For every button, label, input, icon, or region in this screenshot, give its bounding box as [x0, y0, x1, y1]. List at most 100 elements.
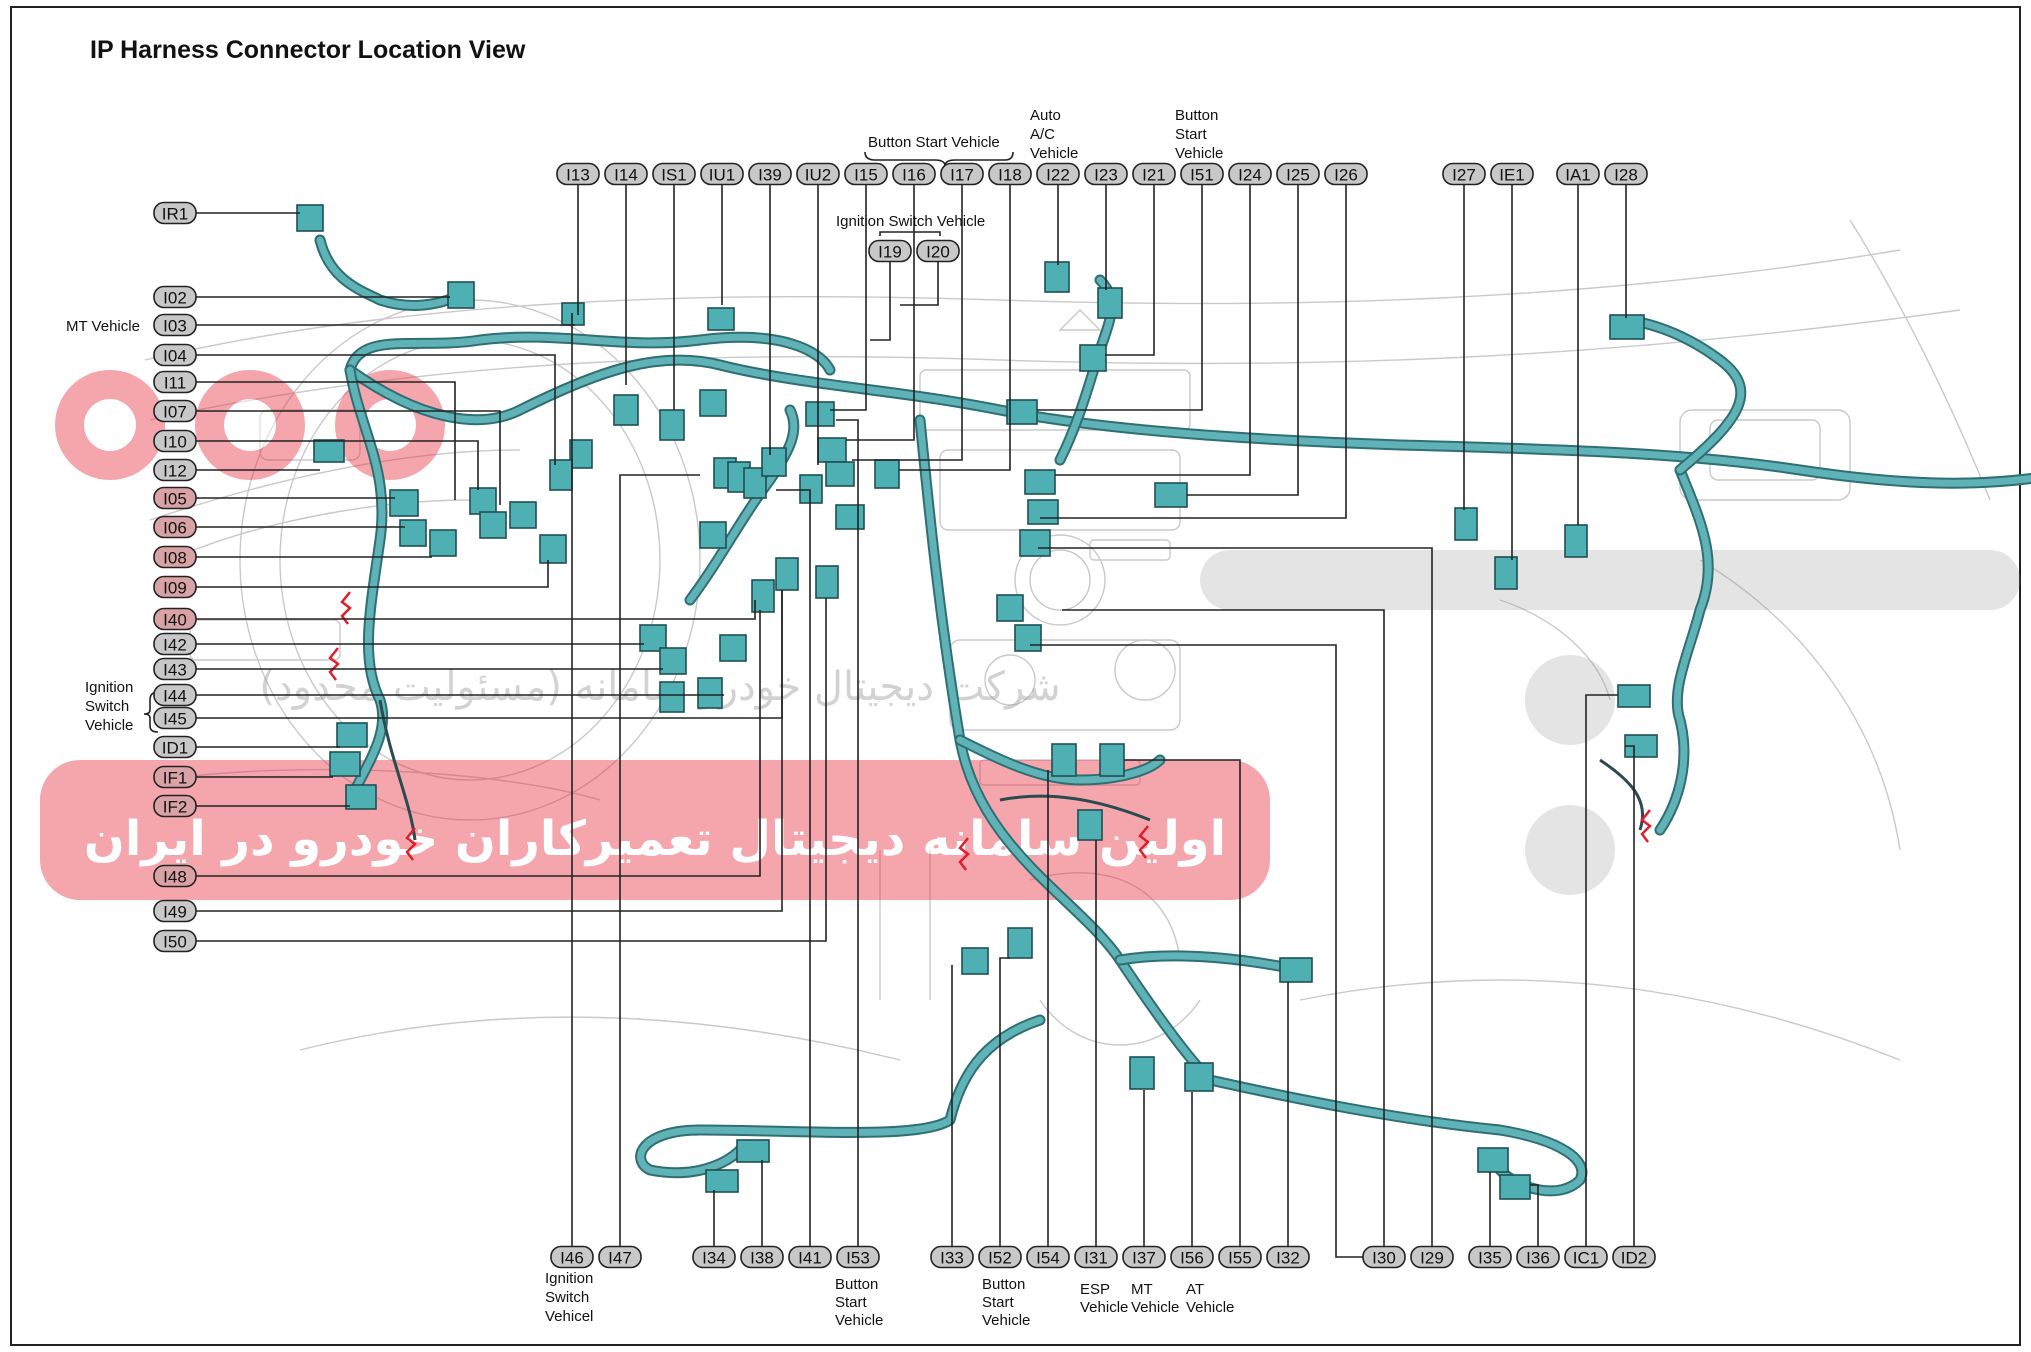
connector-block: [1477, 1147, 1509, 1173]
note-i46-2: Switch: [545, 1289, 589, 1306]
connector-label-i45: I45: [153, 706, 197, 730]
leader-lines: [196, 185, 1635, 1258]
connector-label-i25: I25: [1276, 162, 1320, 186]
note-button-start-right-2: Start: [1175, 126, 1208, 143]
label-pill-text: IF2: [163, 798, 188, 817]
connector-block: [447, 281, 475, 309]
connector-block: [1079, 344, 1107, 372]
label-pill-shape: [1122, 1245, 1166, 1269]
label-pill-text: I11: [164, 374, 186, 393]
label-pill-shape: [1490, 162, 1534, 186]
note-ignition-switch-left-2: Switch: [85, 698, 129, 715]
connector-block: [805, 401, 835, 427]
connector-label-i33: I33: [930, 1245, 974, 1269]
label-pill-text: I48: [163, 868, 187, 887]
label-pill-text: I06: [163, 519, 187, 538]
connector-block: [1099, 743, 1125, 777]
label-pill-text: I52: [988, 1249, 1012, 1268]
label-pill-shape: [892, 162, 936, 186]
note-esp-2: Vehicle: [1080, 1299, 1128, 1316]
note-i53-1: Button: [835, 1276, 878, 1293]
label-pill-text: I02: [163, 289, 187, 308]
connector-label-i06: I06: [153, 515, 197, 539]
label-pill-text: I38: [750, 1249, 774, 1268]
label-pill-shape: [1170, 1245, 1214, 1269]
label-pill-shape: [1084, 162, 1128, 186]
label-pill-shape: [598, 1245, 642, 1269]
connector-label-i03: I03: [153, 313, 197, 337]
label-pill-shape: [1324, 162, 1368, 186]
label-pill-shape: [1410, 1245, 1454, 1269]
connector-block: [1564, 524, 1588, 558]
connector-block: [1494, 556, 1518, 590]
label-pill-shape: [153, 399, 197, 423]
connector-block: [659, 681, 685, 713]
label-pill-text: I13: [566, 166, 590, 185]
label-pill-shape: [153, 201, 197, 225]
label-pill-shape: [940, 162, 984, 186]
label-pill-shape: [1026, 1245, 1070, 1269]
connector-label-i47: I47: [598, 1245, 642, 1269]
label-pill-text: I24: [1238, 166, 1262, 185]
label-pill-text: I47: [608, 1249, 632, 1268]
label-pill-text: IE1: [1499, 166, 1525, 185]
connector-label-id2: ID2: [1612, 1245, 1656, 1269]
label-pill-shape: [844, 162, 888, 186]
connector-block: [1454, 507, 1478, 541]
label-pill-shape: [1228, 162, 1272, 186]
label-pill-text: IC1: [1573, 1249, 1599, 1268]
connector-label-i55: I55: [1218, 1245, 1262, 1269]
connector-block: [1279, 957, 1313, 983]
connector-label-i44: I44: [153, 683, 197, 707]
connector-label-i48: I48: [153, 864, 197, 888]
label-pill-text: I20: [926, 243, 950, 262]
connector-label-i40: I40: [153, 607, 197, 631]
label-pill-text: I23: [1094, 166, 1118, 185]
connector-label-i24: I24: [1228, 162, 1272, 186]
label-pill-text: I42: [163, 636, 187, 655]
connector-block: [1019, 529, 1051, 557]
connector-block: [539, 534, 567, 564]
label-pill-shape: [1218, 1245, 1262, 1269]
label-pill-text: I19: [878, 243, 902, 262]
connector-block: [1097, 287, 1123, 319]
note-i46-3: Vehicel: [545, 1308, 593, 1325]
note-at-1: AT: [1186, 1281, 1204, 1298]
label-pill-shape: [1276, 162, 1320, 186]
connector-block: [479, 511, 507, 539]
connector-block: [1154, 482, 1188, 508]
label-pill-shape: [1442, 162, 1486, 186]
label-pill-shape: [988, 162, 1032, 186]
connector-block: [996, 594, 1024, 622]
label-pill-text: I41: [798, 1249, 822, 1268]
label-pill-shape: [153, 864, 197, 888]
connector-label-iu1: IU1: [700, 162, 744, 186]
label-pill-shape: [788, 1245, 832, 1269]
label-pill-shape: [153, 683, 197, 707]
connector-block: [775, 557, 799, 591]
connector-label-i08: I08: [153, 545, 197, 569]
connector-block: [1184, 1062, 1214, 1092]
connector-label-if1: IF1: [153, 765, 197, 789]
connector-label-i19: I19: [868, 239, 912, 263]
connector-block: [815, 565, 839, 599]
connector-label-i42: I42: [153, 632, 197, 656]
note-auto-ac-2: A/C: [1030, 126, 1055, 143]
label-pill-shape: [740, 1245, 784, 1269]
label-pill-shape: [153, 515, 197, 539]
label-pill-shape: [153, 545, 197, 569]
label-pill-shape: [1564, 1245, 1608, 1269]
connector-block: [874, 459, 900, 489]
label-pill-shape: [1612, 1245, 1656, 1269]
connector-label-i37: I37: [1122, 1245, 1166, 1269]
label-pill-text: I40: [163, 611, 187, 630]
connector-label-i05: I05: [153, 486, 197, 510]
label-pill-shape: [1074, 1245, 1118, 1269]
connector-block: [697, 677, 723, 709]
connector-block: [345, 784, 377, 810]
connector-label-i23: I23: [1084, 162, 1128, 186]
label-pill-text: I44: [163, 687, 187, 706]
